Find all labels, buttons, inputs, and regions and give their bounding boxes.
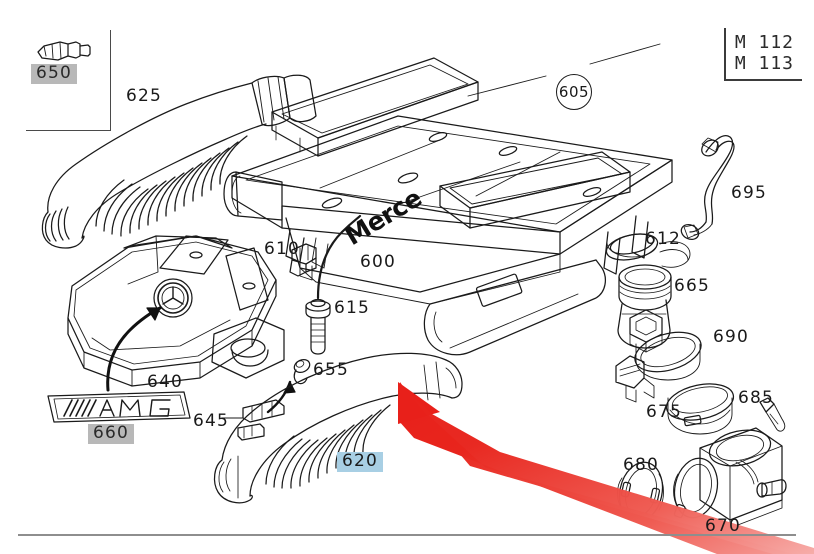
frame-650 bbox=[26, 30, 111, 131]
part-615-screw bbox=[305, 214, 362, 355]
bottom-divider bbox=[18, 534, 796, 536]
callout-605[interactable]: 605 bbox=[556, 74, 592, 110]
callout-655[interactable]: 655 bbox=[313, 360, 350, 380]
callout-610[interactable]: 610 bbox=[264, 239, 301, 259]
callout-660[interactable]: 660 bbox=[88, 424, 135, 444]
part-695-breather-hose bbox=[680, 135, 735, 241]
callout-620[interactable]: 620 bbox=[337, 452, 384, 472]
callout-670[interactable]: 670 bbox=[705, 516, 742, 536]
callout-685[interactable]: 685 bbox=[738, 388, 775, 408]
callout-690[interactable]: 690 bbox=[713, 327, 750, 347]
callout-645[interactable]: 645 bbox=[193, 411, 230, 431]
engine-code-line-1: M 112 bbox=[734, 32, 794, 53]
callout-640[interactable]: 640 bbox=[147, 372, 184, 392]
part-640-engine-cover bbox=[67, 235, 285, 392]
part-685-screw bbox=[759, 397, 786, 432]
engine-code-block: M 112 M 113 bbox=[723, 28, 802, 82]
callout-650[interactable]: 650 bbox=[31, 64, 78, 84]
callout-695[interactable]: 695 bbox=[731, 183, 768, 203]
callout-675[interactable]: 675 bbox=[646, 402, 683, 422]
part-690-hose-clamp bbox=[615, 331, 702, 403]
part-675-hose-clamp bbox=[665, 383, 735, 435]
part-655-grommet bbox=[293, 358, 311, 385]
part-650-bolt bbox=[37, 41, 91, 61]
callout-615[interactable]: 615 bbox=[334, 298, 371, 318]
part-605-air-filter-elements bbox=[271, 43, 661, 229]
callout-665[interactable]: 665 bbox=[674, 276, 711, 296]
part-612-sealing-ring bbox=[605, 233, 659, 261]
part-600-air-filter-housing bbox=[223, 115, 691, 356]
part-660-amg-emblem bbox=[47, 391, 191, 423]
part-665-air-mass-sensor bbox=[617, 264, 672, 353]
callout-625[interactable]: 625 bbox=[126, 86, 163, 106]
part-610-clip bbox=[289, 243, 317, 277]
callout-680[interactable]: 680 bbox=[623, 455, 660, 475]
callout-612[interactable]: 612 bbox=[645, 229, 682, 249]
red-highlight-arrow bbox=[398, 382, 814, 554]
callout-600[interactable]: 600 bbox=[360, 252, 397, 272]
engine-code-line-2: M 113 bbox=[734, 53, 794, 75]
